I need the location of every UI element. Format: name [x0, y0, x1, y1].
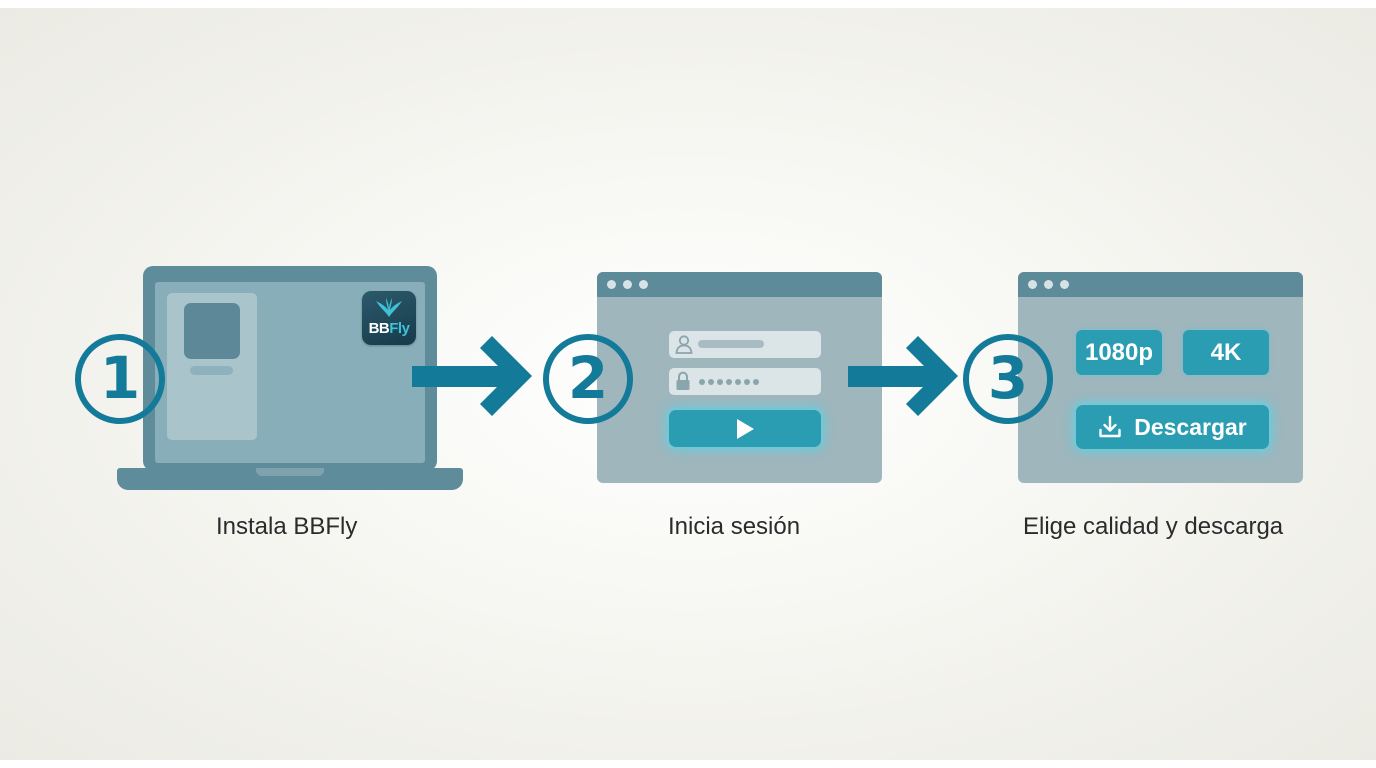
- step-1-number: 1: [99, 344, 141, 412]
- password-mask-dot: [744, 379, 750, 385]
- user-icon: [675, 335, 693, 354]
- password-mask-dot: [735, 379, 741, 385]
- password-mask-dot: [726, 379, 732, 385]
- password-mask-dot: [753, 379, 759, 385]
- laptop-notch: [256, 468, 324, 476]
- step-3-number: 3: [987, 344, 1029, 412]
- bbfly-app-icon[interactable]: BBFly: [362, 291, 416, 345]
- window-dot-icon: [639, 280, 648, 289]
- username-placeholder: [698, 340, 764, 348]
- laptop-base: [117, 468, 463, 490]
- frame-edge-bottom: [0, 760, 1376, 768]
- quality-option-4k[interactable]: 4K: [1183, 330, 1269, 375]
- step-2-number: 2: [567, 344, 609, 412]
- window-dot-icon: [607, 280, 616, 289]
- window-dot-icon: [1028, 280, 1037, 289]
- download-window: [1018, 272, 1303, 483]
- step-2-label: Inicia sesión: [668, 513, 801, 540]
- download-button-label: Descargar: [1134, 413, 1247, 440]
- window-dot-icon: [623, 280, 632, 289]
- app-icon-label: BBFly: [368, 320, 410, 337]
- app-store-thumbnail: [184, 303, 240, 359]
- play-icon: [737, 418, 754, 439]
- step-1-label: Instala BBFly: [216, 513, 358, 540]
- step-3-badge: 3: [963, 334, 1053, 424]
- window-dot-icon: [1060, 280, 1069, 289]
- download-window-titlebar: [1018, 272, 1303, 297]
- quality-option-1080p[interactable]: 1080p: [1076, 330, 1162, 375]
- arrow-right-icon: [412, 336, 533, 416]
- app-store-title-placeholder: [190, 366, 233, 375]
- login-window-titlebar: [597, 272, 882, 297]
- arrow-right-icon: [848, 336, 959, 416]
- password-mask-dot: [699, 379, 705, 385]
- bird-icon: [376, 298, 402, 317]
- step-1-badge: 1: [75, 334, 165, 424]
- password-mask-dot: [708, 379, 714, 385]
- step-2-badge: 2: [543, 334, 633, 424]
- download-icon: [1099, 415, 1121, 438]
- login-submit-button[interactable]: [669, 410, 821, 447]
- lock-icon: [676, 371, 690, 390]
- download-button[interactable]: Descargar: [1076, 405, 1269, 449]
- window-dot-icon: [1044, 280, 1053, 289]
- step-3-label: Elige calidad y descarga: [1023, 513, 1284, 540]
- frame-edge-top: [0, 0, 1376, 8]
- password-mask-dot: [717, 379, 723, 385]
